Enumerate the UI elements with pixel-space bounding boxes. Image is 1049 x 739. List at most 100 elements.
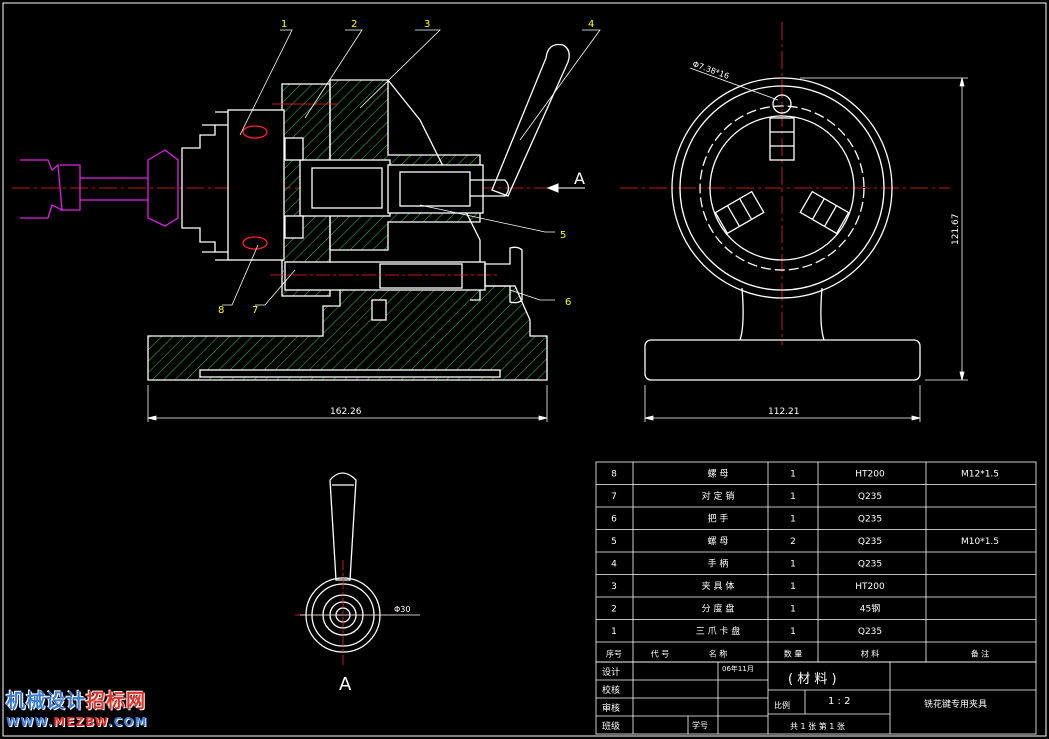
body-rib xyxy=(387,79,481,301)
side-dimensions xyxy=(644,67,968,422)
balloon-3: 3 xyxy=(424,19,430,30)
bom-cell-qty: 1 xyxy=(790,492,796,502)
balloon-1: 1 xyxy=(281,19,287,30)
bom-cell-no: 1 xyxy=(611,627,617,637)
bom-cell-material: Q235 xyxy=(858,537,882,547)
bom-cell-material: 45钢 xyxy=(860,602,880,614)
balloon-6: 6 xyxy=(565,297,571,308)
bom-cell-qty: 1 xyxy=(790,469,796,479)
tb-class: 班级 xyxy=(602,720,620,732)
base-dimension-value: 162.26 xyxy=(330,407,362,417)
index-hole xyxy=(772,94,792,114)
bom-cell-qty: 1 xyxy=(790,559,796,569)
bom-cell-note: M12*1.5 xyxy=(961,469,999,479)
base-plate xyxy=(147,285,548,381)
title-block-text: 设计 06年11月 校核 审核 班级 学号 ( 材 料 ) 比例 1 : 2 铣… xyxy=(602,664,987,732)
locating-pin xyxy=(284,261,486,291)
bom-header-material: 材 料 xyxy=(861,648,880,658)
side-view xyxy=(620,22,950,381)
outer-ring-inner xyxy=(679,85,885,291)
bom-cell-no: 7 xyxy=(611,492,617,502)
chuck-pin-upper xyxy=(284,137,304,161)
chuck-face xyxy=(709,115,855,261)
bom-cell-name: 三 爪 卡 盘 xyxy=(696,625,741,637)
chuck-body xyxy=(227,109,285,261)
watermark-site-b: 招标网 xyxy=(86,690,147,712)
bom-header-qty: 数 量 xyxy=(784,648,803,658)
bom-cell-name: 把 手 xyxy=(708,512,729,524)
balloon-5: 5 xyxy=(560,230,566,241)
side-base xyxy=(644,339,921,381)
bom-cell-material: HT200 xyxy=(855,469,885,479)
hub-bore xyxy=(311,167,383,209)
jaw-right xyxy=(714,190,765,235)
watermark-url-a: WWW. xyxy=(6,715,54,729)
bom-cell-material: HT200 xyxy=(855,582,885,592)
watermark-url-c: .COM xyxy=(107,715,148,729)
jaw-top xyxy=(769,117,795,161)
pull-knob-6 xyxy=(484,246,523,304)
tb-drawing-title: 铣花键专用夹具 xyxy=(924,698,987,710)
index-circle xyxy=(699,105,865,271)
bom-cell-no: 4 xyxy=(611,559,617,569)
bom-cell-material: Q235 xyxy=(858,492,882,502)
handle-lever xyxy=(491,43,570,197)
tb-scale-label: 比例 xyxy=(774,700,790,710)
bom-cell-name: 螺 母 xyxy=(708,536,729,547)
locating-pin-stem xyxy=(379,263,463,289)
bom-cell-name: 手 柄 xyxy=(708,557,729,569)
balloon-leaders xyxy=(222,29,601,306)
set-screw xyxy=(371,299,387,321)
balloon-4: 4 xyxy=(588,19,594,30)
tb-design: 设计 xyxy=(602,666,620,678)
bom-cell-name: 分 度 盘 xyxy=(702,602,735,614)
bom-cell-qty: 1 xyxy=(790,627,796,637)
view-a-dimension: Φ30 xyxy=(394,605,410,614)
bom-cell-material: Q235 xyxy=(858,627,882,637)
view-arrow xyxy=(546,183,585,193)
workpiece xyxy=(20,149,179,227)
balloon-numbers: 1 2 3 4 5 6 7 8 xyxy=(218,19,594,316)
nut-5 xyxy=(470,179,510,197)
chuck-jaw-top-steps xyxy=(202,111,228,261)
bom-header-code: 代 号 xyxy=(651,648,670,658)
bom-cell-qty: 1 xyxy=(790,582,796,592)
bom-cell-name: 对 定 销 xyxy=(702,490,735,502)
bom-cell-no: 2 xyxy=(611,604,617,614)
front-section-view xyxy=(12,43,570,381)
outer-ring xyxy=(671,77,893,299)
tb-check: 校核 xyxy=(602,684,620,696)
bom-cell-no: 6 xyxy=(611,514,617,524)
chuck-pin-lower xyxy=(284,215,304,239)
bom-cell-note: M10*1.5 xyxy=(961,537,999,547)
bom-header-no: 序号 xyxy=(606,648,622,658)
support-pillar xyxy=(739,287,825,341)
bom-cell-no: 3 xyxy=(611,582,617,592)
bom-table xyxy=(595,461,1037,663)
watermark-url-b: MEZBW xyxy=(53,715,108,729)
chuck-bolt-upper xyxy=(242,125,268,139)
tb-sheets: 共 1 张 第 1 张 xyxy=(790,721,845,731)
jaw-left xyxy=(799,190,850,235)
bom-cell-qty: 1 xyxy=(790,514,796,524)
bom-cell-name: 螺 母 xyxy=(708,468,729,479)
tb-material: ( 材 料 ) xyxy=(788,672,837,687)
tb-student-no: 学号 xyxy=(692,720,708,730)
view-arrow-label: A xyxy=(574,169,585,188)
bom-cell-material: Q235 xyxy=(858,559,882,569)
base-slot xyxy=(199,369,501,378)
title-block xyxy=(595,661,1037,735)
tb-date: 06年11月 xyxy=(722,664,754,673)
balloon-2: 2 xyxy=(351,19,357,30)
chuck-jaw-top xyxy=(181,124,228,253)
bom-cell-material: Q235 xyxy=(858,514,882,524)
height-dimension-value: 121.67 xyxy=(951,214,961,246)
tb-scale-value: 1 : 2 xyxy=(828,696,850,707)
balloon-8: 8 xyxy=(218,305,224,316)
spindle-inner xyxy=(399,171,471,207)
bom-header-note: 备 注 xyxy=(971,648,990,658)
view-a-handle xyxy=(329,472,357,581)
